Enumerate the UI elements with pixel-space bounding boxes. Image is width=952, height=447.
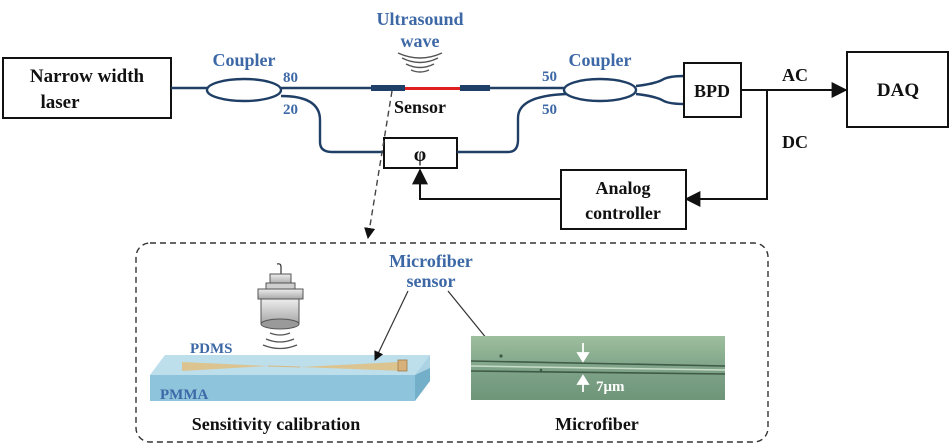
ac-label: AC [782,65,808,85]
thickness-arrows-icon [576,343,590,392]
ultrasound-transducer-icon [257,263,304,330]
phase-modulator-box [383,137,458,169]
caption-sensitivity-calibration: Sensitivity calibration [192,414,361,434]
dc-label: DC [782,132,808,152]
pointer-to-calibration [374,290,409,361]
phase-modulator-label: φ [414,144,426,166]
ultrasound-wave-icon [397,52,443,73]
analog-controller-line1: Analog [595,178,650,198]
caption-microfiber: Microfiber [555,414,639,434]
fiber-reference-arm-right [457,92,567,154]
bpd-label: BPD [694,81,730,101]
feedback-line [412,168,561,200]
fiber-reference-arm-left [280,94,384,154]
coupler-right [562,77,638,103]
coupler-left [205,77,283,103]
coupler-right-label: Coupler [569,50,632,70]
pdms-label: PDMS [190,341,233,357]
ratio-20: 20 [283,102,298,118]
inset-pointer [364,90,393,240]
inset-box [135,242,769,443]
ratio-80: 80 [283,70,298,86]
thickness-label: 7μm [596,379,625,395]
calibration-block [150,355,430,401]
ultrasound-label-line1: Ultrasound [376,9,463,29]
sensor-segment [371,85,405,91]
analog-controller-line2: controller [585,203,661,223]
daq-box [846,51,949,128]
bpd-box [683,62,742,118]
fiber-coupler-bpd-top [635,74,685,88]
ultrasound-label-line2: wave [401,31,440,51]
daq-label: DAQ [877,80,919,101]
analog-controller-box [560,169,687,230]
ratio-50-top: 50 [542,69,557,85]
ratio-50-bottom: 50 [542,102,557,118]
laser-label-line1: Narrow width [30,66,145,87]
transducer-wave-icon [262,332,298,350]
coupler-left-label: Coupler [213,50,276,70]
microfiber-micrograph [470,336,726,400]
pmma-label: PMMA [160,387,208,403]
microfiber-sensor-label-line1: Microfiber [389,251,473,271]
sensor-microfiber [405,87,460,90]
laser-label-line2: laser [40,92,80,113]
sensor-label: Sensor [394,97,446,117]
fiber-coupler-bpd-bottom [635,92,685,106]
laser-box [2,57,172,119]
microfiber-sensor-label-line2: sensor [407,271,456,291]
dc-signal-line [684,90,768,207]
sensor-segment-right [460,85,490,91]
